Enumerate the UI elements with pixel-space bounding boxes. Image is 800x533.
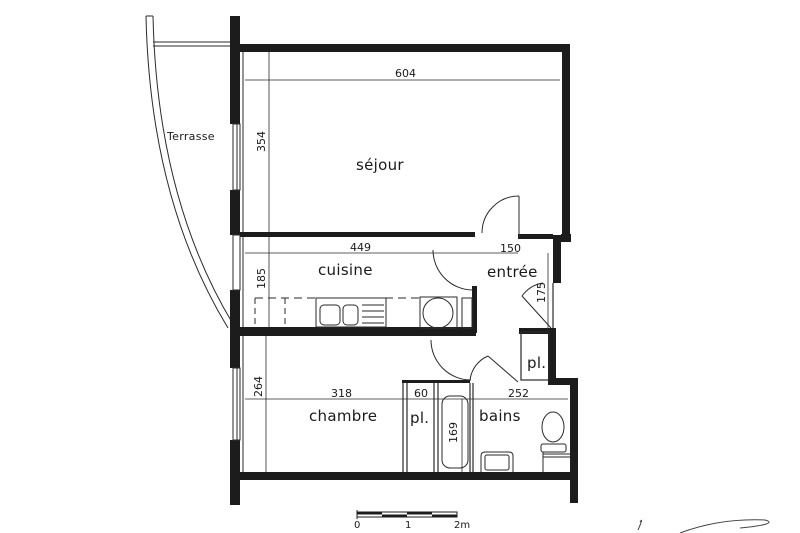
dimension-cuisine-width: 449	[350, 241, 371, 254]
room-label-placard-entree: pl.	[527, 354, 547, 372]
dimension-chambre-width: 318	[331, 387, 352, 400]
dimension-bath-length: 169	[447, 422, 460, 443]
terrace-outline	[145, 15, 234, 329]
scale-label-2m: 2m	[454, 520, 471, 531]
room-label-terrasse: Terrasse	[167, 130, 215, 143]
room-label-entree: entrée	[487, 263, 538, 281]
dimension-cuisine-depth: 185	[255, 268, 268, 289]
exterior-walls	[230, 16, 578, 505]
interior-walls	[240, 232, 553, 383]
room-label-chambre: chambre	[309, 407, 378, 425]
doors	[430, 195, 552, 383]
bathroom-fixtures	[441, 395, 570, 472]
dimension-sejour-depth: 354	[255, 131, 268, 152]
scale-label-1: 1	[405, 520, 412, 531]
dimension-bains-width: 252	[508, 387, 529, 400]
dimension-entree-depth: 175	[535, 282, 548, 303]
dimension-lines	[245, 52, 568, 472]
dimension-sejour-width: 604	[395, 67, 416, 80]
dimension-placard-width: 60	[414, 387, 428, 400]
room-label-sejour: séjour	[356, 156, 404, 174]
scale-bar	[356, 510, 458, 519]
dimension-chambre-depth: 264	[252, 376, 265, 397]
room-label-cuisine: cuisine	[318, 261, 373, 279]
dimension-entree-width: 150	[500, 242, 521, 255]
kitchen-fixtures	[254, 296, 473, 329]
window-frames	[232, 52, 244, 472]
room-label-bains: bains	[479, 407, 521, 425]
scale-label-0: 0	[354, 520, 361, 531]
signature-mark	[637, 519, 770, 533]
interior-partitions	[402, 283, 554, 472]
room-label-placard-chambre: pl.	[410, 409, 430, 427]
